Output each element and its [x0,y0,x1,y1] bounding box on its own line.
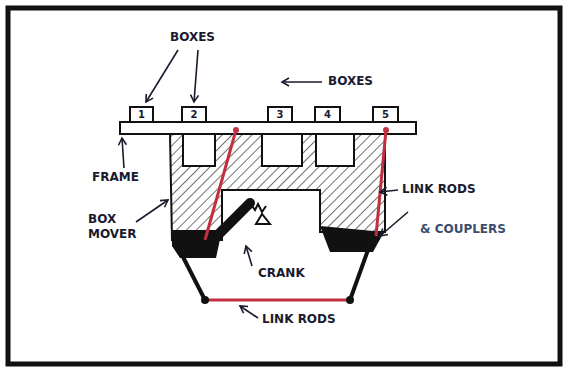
box-number: 1 [138,109,145,120]
mover-notch [316,134,354,166]
leader-arrow [380,212,408,236]
crank-arm [205,203,250,248]
leader-arrows [122,50,408,318]
part-label: FRAME [92,170,162,185]
part-label: BOXES [170,30,240,45]
leader-arrow [240,306,258,318]
part-label: BOX MOVER [88,212,140,242]
part-label: BOXES [328,74,398,89]
outer-border [8,8,560,364]
rod-joint [346,296,354,304]
leader-arrow [380,190,398,192]
mover-notch [262,134,302,166]
leader-arrow [146,50,178,102]
link-rod [350,250,368,300]
link-rod [182,255,205,300]
rod-joint [383,127,389,133]
mover-notch [183,134,215,166]
frame-bar [120,122,416,134]
box: 4 [314,106,341,123]
link-rod [205,299,350,302]
box-number: 3 [277,109,284,120]
leader-arrow [282,81,322,83]
box: 3 [267,106,293,123]
crank-link [250,203,266,212]
box-number: 5 [382,109,389,120]
part-label: LINK RODS [262,312,352,327]
mover-foot [320,226,384,252]
link-rod [376,130,386,236]
part-label: & COUPLERS [420,222,530,237]
rod-joint [201,296,209,304]
leader-arrow [246,246,252,266]
box-number: 4 [324,109,331,120]
crank-pivot [256,214,270,224]
rod-joint [233,127,239,133]
part-label: LINK RODS [402,182,492,197]
part-label: CRANK [258,266,328,281]
box-number: 2 [191,109,198,120]
leader-arrow [136,200,168,222]
box: 1 [129,106,154,123]
box: 2 [181,106,207,123]
box: 5 [372,106,399,123]
leader-arrow [122,138,124,168]
box-mover [170,134,385,240]
leader-arrow [194,50,198,102]
